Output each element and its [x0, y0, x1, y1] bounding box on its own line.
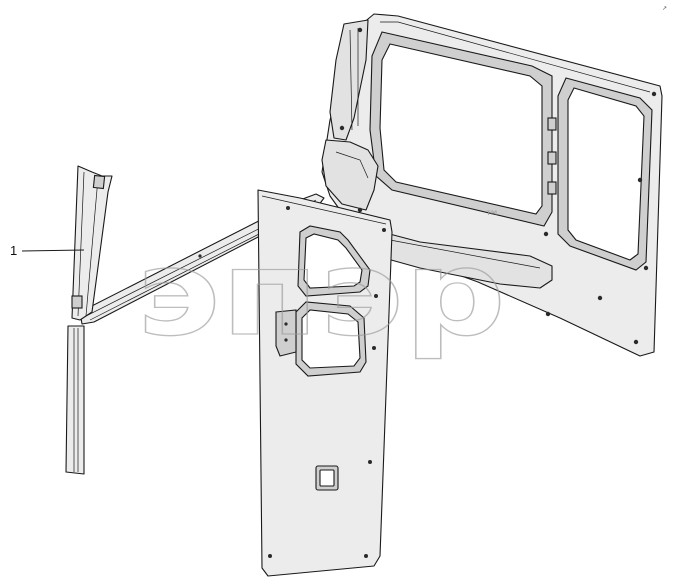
callout-label: 1 [10, 243, 17, 258]
left-pillar-trim [65, 165, 113, 475]
watermark: эпэр ™ [135, 207, 506, 363]
rear-wall-panel [321, 13, 663, 357]
front-door-panel [257, 189, 393, 577]
callout-leader-line [21, 249, 85, 252]
watermark-trademark: ™ [484, 207, 500, 226]
callout-1: 1 [10, 243, 85, 258]
watermark-text: эпэр [136, 224, 506, 362]
corner-mark: ↗ [662, 6, 667, 12]
